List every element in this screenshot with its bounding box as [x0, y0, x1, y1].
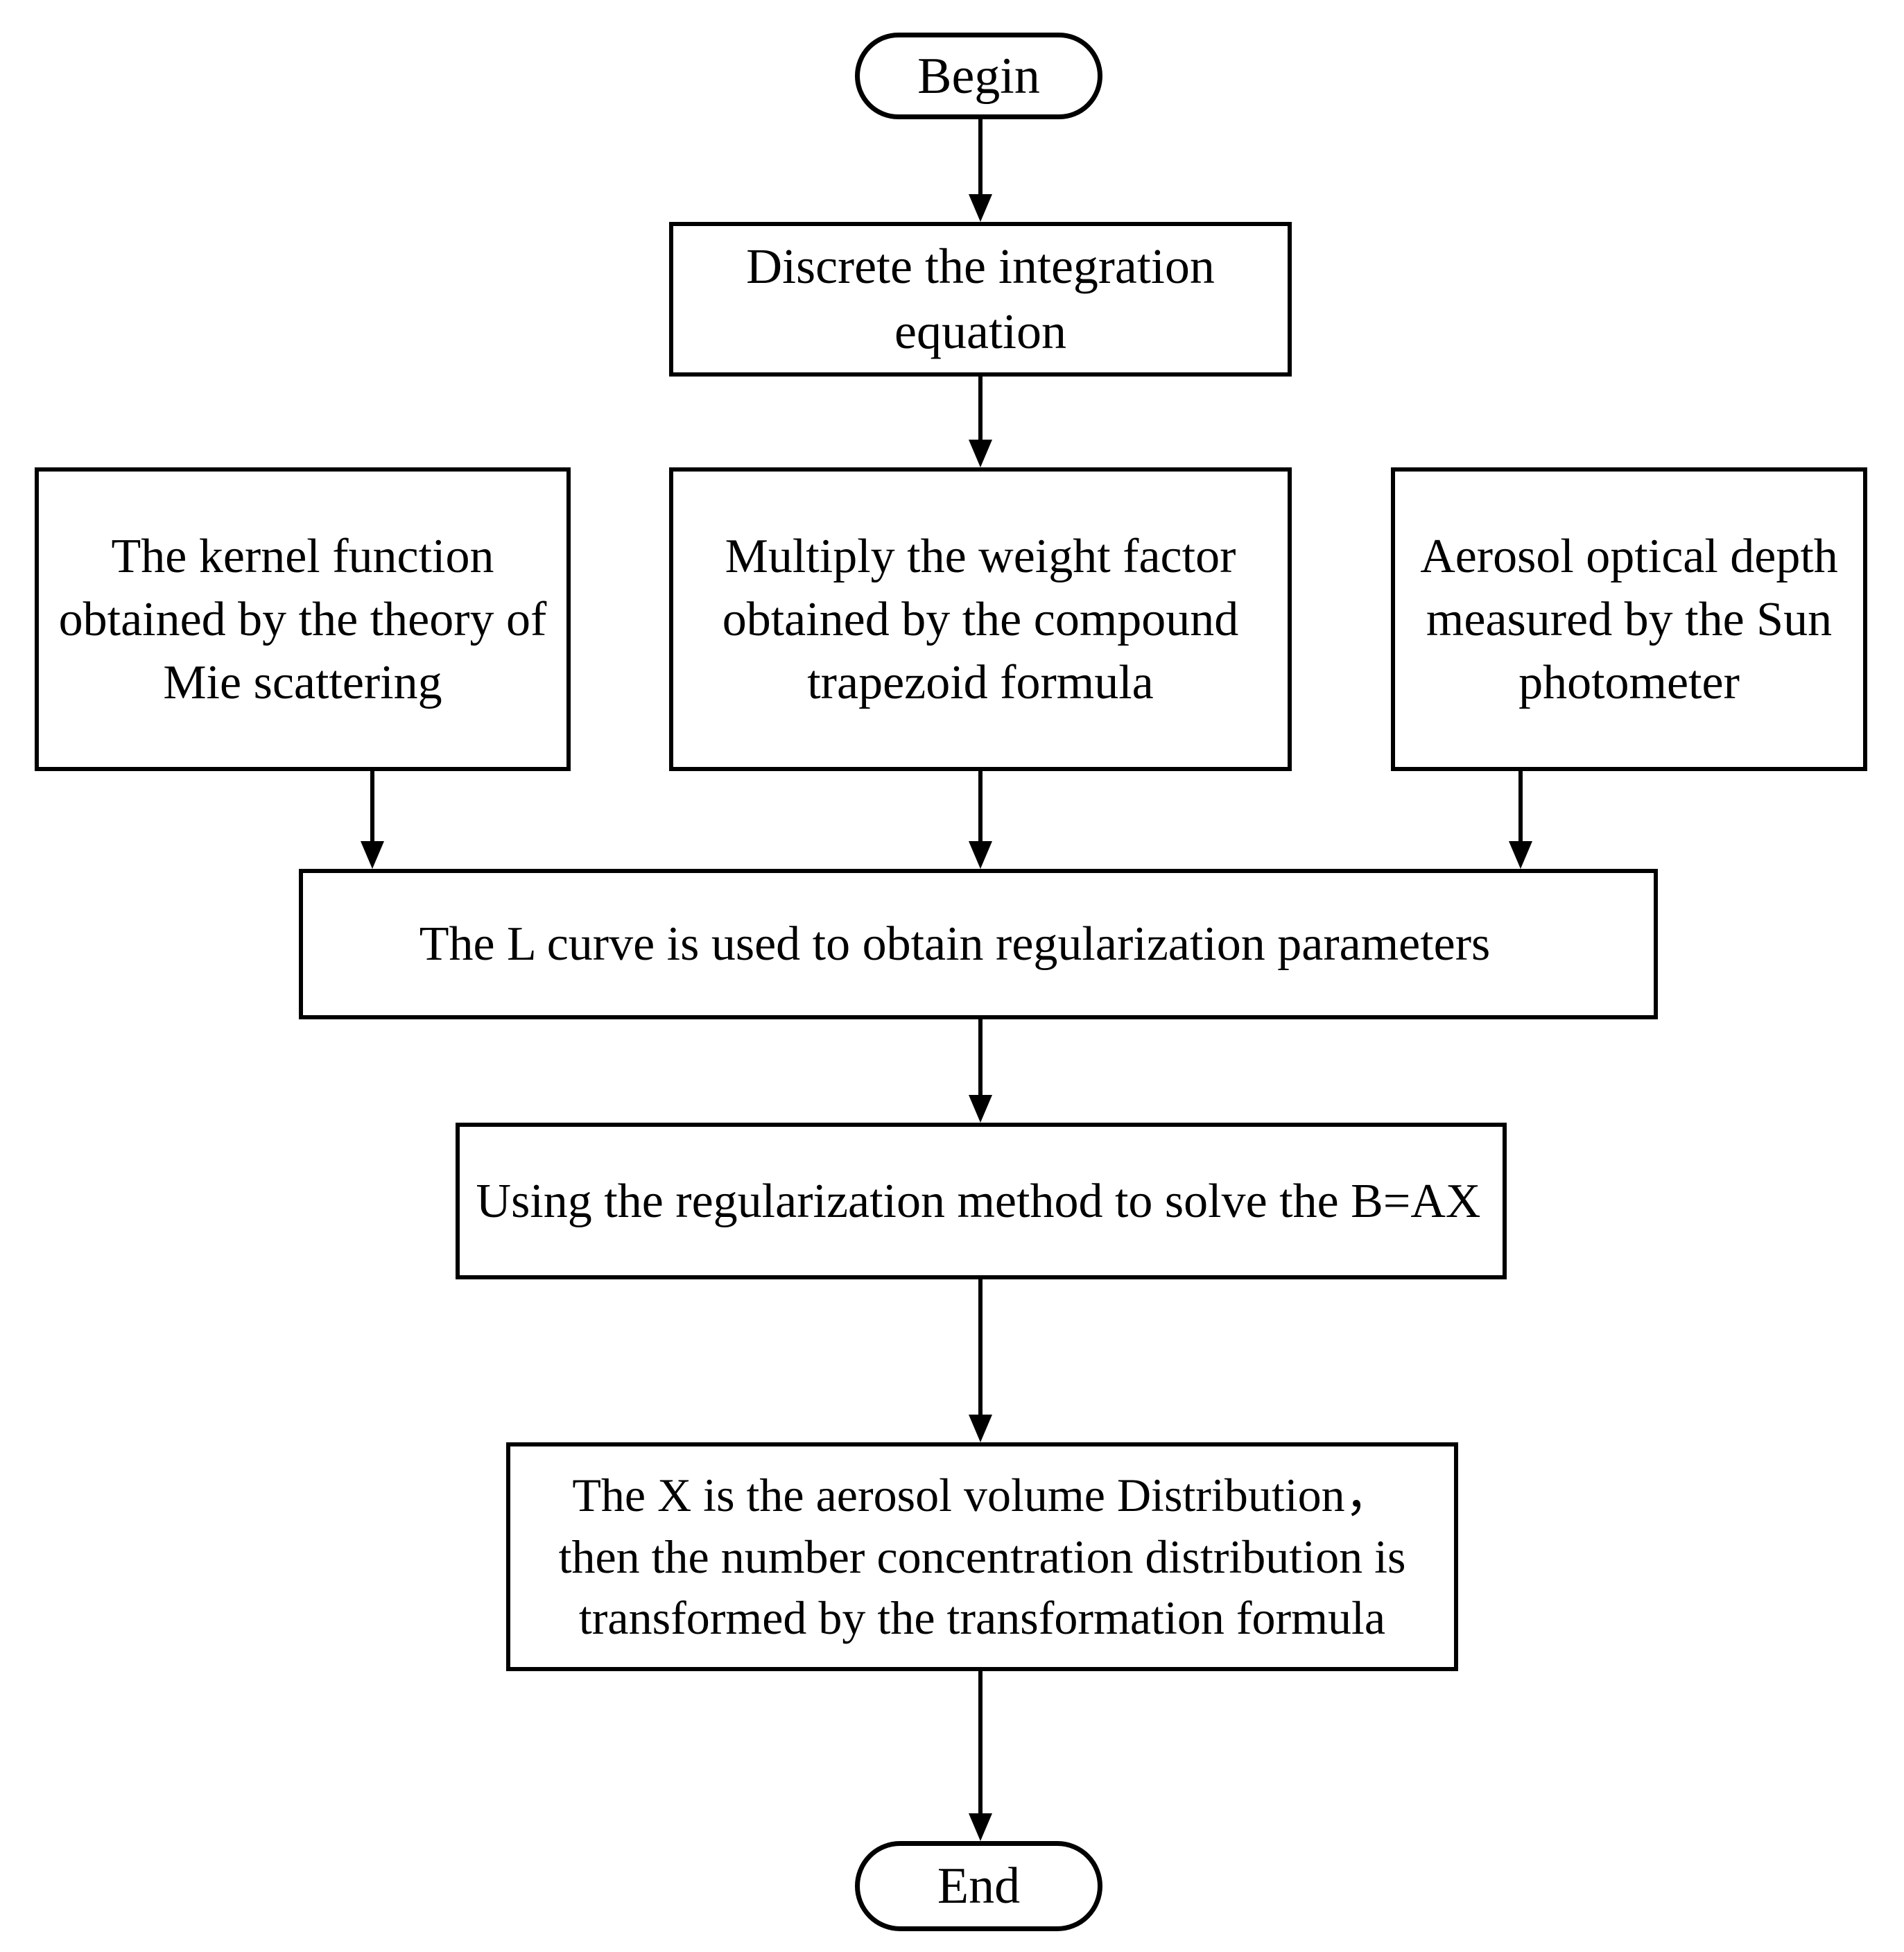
node-discrete-integration-label: Discrete the integration equation [746, 238, 1215, 359]
node-weight-factor-label: Multiply the weight factor obtained by t… [722, 529, 1239, 709]
node-volume-distribution-transform-label: The X is the aerosol volume Distribution… [558, 1469, 1406, 1645]
node-volume-distribution-transform[interactable]: The X is the aerosol volume Distribution… [506, 1442, 1458, 1671]
node-weight-factor[interactable]: Multiply the weight factor obtained by t… [669, 467, 1292, 771]
node-aerosol-optical-depth[interactable]: Aerosol optical depth measured by the Su… [1391, 467, 1867, 771]
node-regularization-solve-label: Using the regularization method to solve… [476, 1174, 1481, 1228]
node-l-curve-label: The L curve is used to obtain regulariza… [419, 917, 1491, 971]
node-begin[interactable]: Begin [855, 33, 1102, 119]
node-kernel-function-label: The kernel function obtained by the theo… [58, 529, 547, 709]
node-end-label: End [937, 1858, 1021, 1915]
node-begin-label: Begin [917, 47, 1040, 105]
node-l-curve[interactable]: The L curve is used to obtain regulariza… [299, 869, 1658, 1019]
node-end[interactable]: End [855, 1841, 1102, 1931]
node-aerosol-optical-depth-label: Aerosol optical depth measured by the Su… [1420, 529, 1838, 709]
edge-kernel-to-lcurve [361, 771, 384, 869]
edge-lcurve-to-solve [969, 1019, 992, 1123]
edge-aod-to-lcurve [1509, 771, 1532, 869]
edge-transform-to-end [969, 1671, 992, 1841]
edge-weight-to-lcurve [969, 771, 992, 869]
node-kernel-function[interactable]: The kernel function obtained by the theo… [35, 467, 571, 771]
edge-solve-to-transform [969, 1279, 992, 1442]
node-regularization-solve[interactable]: Using the regularization method to solve… [456, 1123, 1507, 1279]
edge-begin-to-discrete [969, 119, 992, 222]
node-discrete-integration[interactable]: Discrete the integration equation [669, 222, 1292, 377]
edge-discrete-to-weight [969, 377, 992, 467]
